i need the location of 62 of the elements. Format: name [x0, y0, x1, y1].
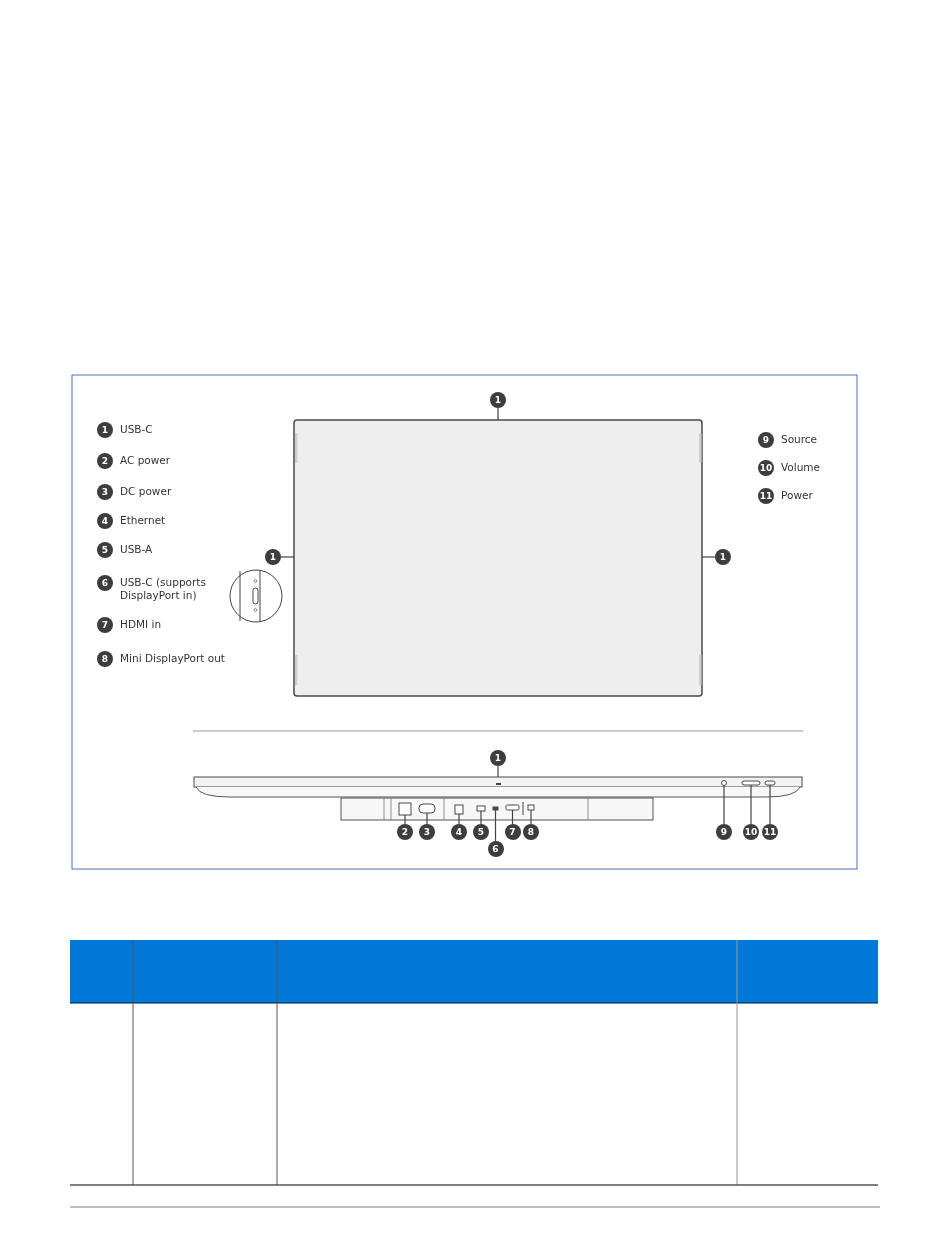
callout-number: 9	[758, 432, 774, 448]
display-front-drawing	[293, 419, 703, 697]
leader-line	[701, 556, 716, 558]
leader-line	[530, 809, 532, 825]
leader-line	[480, 810, 482, 825]
callout-number: 6	[97, 575, 113, 591]
leader-line	[404, 814, 406, 825]
callout-number: 10	[743, 824, 759, 840]
leader-line	[458, 813, 460, 825]
port-label: USB-C (supports DisplayPort in)	[120, 576, 207, 602]
callout-number: 11	[758, 488, 774, 504]
leader-line	[723, 784, 725, 825]
callout-number: 1	[265, 549, 281, 565]
port-label: AC power	[120, 454, 172, 467]
ethernet-port-icon	[454, 804, 464, 815]
callout-number: 10	[758, 460, 774, 476]
power-button-icon	[764, 780, 776, 786]
callout-number: 7	[97, 617, 113, 633]
hdmi-port-icon	[505, 804, 520, 811]
callout-number: 2	[97, 453, 113, 469]
usb-port-icon	[492, 806, 499, 811]
callout-number: 1	[715, 549, 731, 565]
callout-number: 3	[419, 824, 435, 840]
port-label: DC power	[120, 485, 173, 498]
display-bottom-drawing	[193, 776, 803, 821]
leader-line	[750, 784, 752, 825]
leader-line	[511, 809, 514, 825]
leader-line	[497, 765, 499, 778]
callout-number: 11	[762, 824, 778, 840]
dc-port-icon	[418, 803, 436, 814]
callout-number: 4	[451, 824, 467, 840]
callout-number: 5	[97, 542, 113, 558]
usb-port-icon	[476, 805, 486, 812]
leader-line	[280, 556, 295, 558]
volume-button-icon	[741, 780, 761, 786]
callout-number: 9	[716, 824, 732, 840]
round-button-icon	[721, 780, 727, 786]
port-label: HDMI in	[120, 618, 163, 631]
port-icon	[527, 804, 535, 811]
port-label: USB-C	[120, 423, 154, 436]
port-label: Ethernet	[120, 514, 167, 527]
callout-number: 8	[97, 651, 113, 667]
callout-number: 4	[97, 513, 113, 529]
callout-number: 2	[397, 824, 413, 840]
leader-line	[494, 809, 497, 842]
ac-port-icon	[398, 802, 412, 816]
leader-line	[769, 784, 771, 825]
callout-number: 5	[473, 824, 489, 840]
callout-number: 7	[504, 824, 521, 840]
callout-number: 6	[487, 841, 504, 857]
port-label: Volume	[781, 461, 822, 474]
port-label: Source	[781, 433, 819, 446]
callout-number: 1	[490, 392, 506, 408]
port-label: USB-A	[120, 543, 154, 556]
callout-number: 3	[97, 484, 113, 500]
callout-number: 1	[490, 750, 506, 766]
callout-number: 1	[97, 422, 113, 438]
leader-line	[497, 407, 499, 421]
leader-line	[426, 812, 428, 825]
callout-number: 8	[523, 824, 539, 840]
port-label: Mini DisplayPort out	[120, 652, 226, 665]
port-label: Power	[781, 489, 814, 502]
